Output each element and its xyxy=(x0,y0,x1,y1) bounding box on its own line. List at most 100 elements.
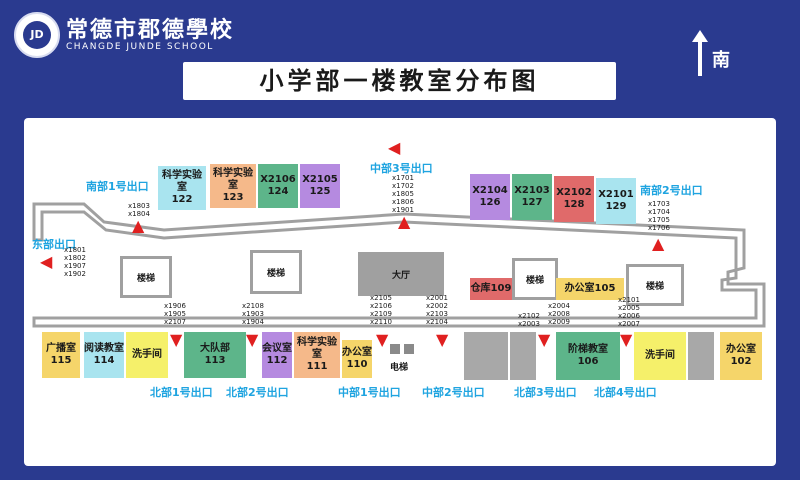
class-code: x1702 xyxy=(392,182,414,190)
room-office-102[interactable]: 办公室 102 xyxy=(720,332,762,380)
room-number: 127 xyxy=(521,197,543,208)
staircase: 楼梯 xyxy=(626,264,684,306)
exit-east: 东部出口 xyxy=(32,238,76,251)
class-code: x1701 xyxy=(392,174,414,182)
north-arrow-icon xyxy=(692,30,708,76)
room-name: 洗手间 xyxy=(645,350,675,361)
school-name-cn: 常德市郡德學校 xyxy=(66,17,235,43)
room-number: 113 xyxy=(204,355,226,366)
room-name: 大队部 xyxy=(200,343,230,354)
room-number: 106 xyxy=(577,356,599,367)
room-name: 办公室 xyxy=(726,344,756,355)
room-lecture-hall-106[interactable]: 阶梯教室 106 xyxy=(556,332,620,380)
down-arrow-icon: ▼ xyxy=(170,330,183,349)
class-code: x1804 xyxy=(128,210,150,218)
room-science-lab-111[interactable]: 科学实验室 111 xyxy=(294,332,340,378)
room-name: 阶梯教室 xyxy=(568,344,608,355)
class-list: x1701 x1702 x1805 x1806 x1901 xyxy=(392,174,414,214)
title-bar: 小学部一楼教室分布图 xyxy=(183,62,616,100)
exit-south-1: 南部1号出口 xyxy=(86,180,149,193)
class-code: x1902 xyxy=(64,270,86,278)
room-name: 阅读教室 xyxy=(84,343,124,354)
room-number: 102 xyxy=(730,356,752,367)
staircase: 楼梯 xyxy=(250,250,302,294)
class-list: x1703 x1704 x1705 x1706 xyxy=(648,200,670,232)
room-meeting-112[interactable]: 会议室 112 xyxy=(262,332,292,378)
room-storage-109[interactable]: 仓库109 xyxy=(470,278,512,300)
exit-north-1: 北部1号出口 xyxy=(150,386,213,399)
left-arrow-icon: ◀ xyxy=(388,138,401,157)
staircase: 楼梯 xyxy=(120,256,172,298)
school-logo-core: JD xyxy=(23,21,51,49)
class-code: x2101 xyxy=(618,296,640,304)
room-name: 科学实验室 xyxy=(162,170,202,193)
class-code: x2103 xyxy=(426,310,448,318)
room-number: 123 xyxy=(222,192,244,203)
class-code: x2008 xyxy=(548,310,570,318)
room-name: X2104 xyxy=(472,185,508,196)
class-code: x2102 xyxy=(518,312,540,320)
room-name: 科学实验室 xyxy=(297,337,337,360)
room-124[interactable]: X2106 124 xyxy=(258,164,298,208)
room-name: 办公室 xyxy=(342,347,372,358)
class-code: x2108 xyxy=(242,302,264,310)
exit-north-4: 北部4号出口 xyxy=(594,386,657,399)
elevator-label: 电梯 xyxy=(390,363,409,373)
room-restroom-west[interactable]: 洗手间 xyxy=(126,332,168,378)
class-list: x1803 x1804 xyxy=(128,202,150,218)
exit-north-3: 北部3号出口 xyxy=(514,386,577,399)
exit-middle-1: 中部1号出口 xyxy=(338,386,401,399)
room-science-lab-123[interactable]: 科学实验室 123 xyxy=(210,164,256,208)
class-code: x1803 xyxy=(128,202,150,210)
class-code: x2001 xyxy=(426,294,448,302)
room-129[interactable]: X2101 129 xyxy=(596,178,636,224)
class-code: x1904 xyxy=(242,318,264,326)
room-name: X2102 xyxy=(556,187,592,198)
room-128[interactable]: X2102 128 xyxy=(554,176,594,222)
exit-north-2: 北部2号出口 xyxy=(226,386,289,399)
down-arrow-icon: ▼ xyxy=(246,330,259,349)
class-code: x1905 xyxy=(164,310,186,318)
page-title: 小学部一楼教室分布图 xyxy=(259,67,540,95)
class-list: x2102 x2003 xyxy=(518,312,540,328)
room-number: 125 xyxy=(309,186,331,197)
room-125[interactable]: X2105 125 xyxy=(300,164,340,208)
room-brigade-113[interactable]: 大队部 113 xyxy=(184,332,246,378)
class-list: x1801 x1802 x1907 x1902 xyxy=(64,246,86,278)
room-number: 115 xyxy=(50,355,72,366)
room-name: X2101 xyxy=(598,189,634,200)
class-code: x2106 xyxy=(370,302,392,310)
class-code: x2002 xyxy=(426,302,448,310)
room-restroom-east[interactable]: 洗手间 xyxy=(634,332,686,380)
room-name: X2105 xyxy=(302,174,338,185)
room-number: 112 xyxy=(266,355,288,366)
left-arrow-icon: ◀ xyxy=(40,252,53,271)
direction-label: 南 xyxy=(712,50,730,71)
down-arrow-icon: ▼ xyxy=(538,330,551,349)
room-office-105[interactable]: 办公室105 xyxy=(556,278,624,300)
room-127[interactable]: X2103 127 xyxy=(512,174,552,220)
class-code: x2109 xyxy=(370,310,392,318)
class-code: x1903 xyxy=(242,310,264,318)
staircase: 楼梯 xyxy=(512,258,558,300)
class-code: x2104 xyxy=(426,318,448,326)
utility-room xyxy=(510,332,536,380)
utility-room xyxy=(464,332,508,380)
room-broadcast-115[interactable]: 广播室 115 xyxy=(42,332,80,378)
class-code: x1703 xyxy=(648,200,670,208)
room-126[interactable]: X2104 126 xyxy=(470,174,510,220)
class-code: x2105 xyxy=(370,294,392,302)
elevator-icon xyxy=(390,344,400,354)
room-number: 110 xyxy=(346,359,368,370)
room-science-lab-122[interactable]: 科学实验室 122 xyxy=(158,166,206,210)
room-reading-114[interactable]: 阅读教室 114 xyxy=(84,332,124,378)
room-name: X2103 xyxy=(514,185,550,196)
room-office-110[interactable]: 办公室 110 xyxy=(342,340,372,378)
class-list: x2101 x2005 x2006 x2007 xyxy=(618,296,640,328)
room-name: 仓库109 xyxy=(470,283,512,294)
exit-middle-3: 中部3号出口 xyxy=(370,162,433,175)
room-number: 111 xyxy=(306,361,328,372)
lobby: 大厅 xyxy=(358,252,444,296)
class-code: x2003 xyxy=(518,320,540,328)
